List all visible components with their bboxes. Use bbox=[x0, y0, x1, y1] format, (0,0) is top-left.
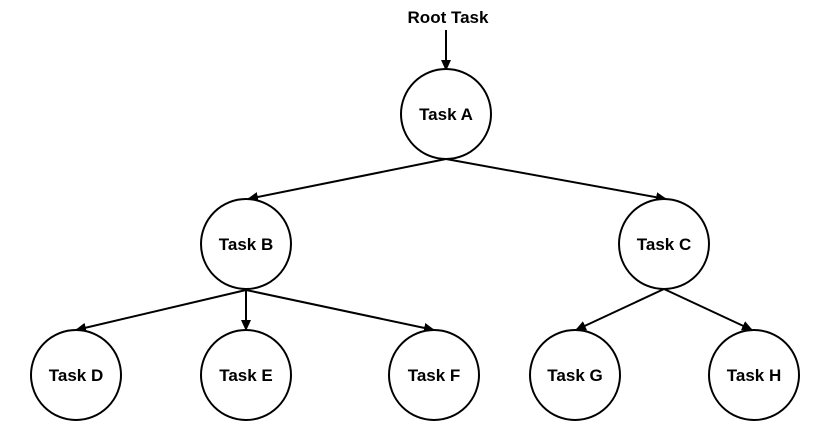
node-task-e-label: Task E bbox=[219, 366, 273, 385]
node-task-c: Task C bbox=[618, 198, 710, 290]
edge-c-to-h bbox=[663, 288, 753, 331]
edge-c-to-g bbox=[575, 288, 665, 331]
node-task-f-label: Task F bbox=[408, 366, 461, 385]
node-task-b-circle bbox=[200, 198, 292, 290]
node-task-b: Task B bbox=[200, 198, 292, 290]
node-task-f-circle bbox=[388, 329, 480, 421]
node-task-a-circle bbox=[400, 68, 492, 160]
node-task-h: Task H bbox=[708, 329, 800, 421]
node-task-a-label: Task A bbox=[419, 105, 473, 124]
edges-group bbox=[75, 30, 753, 333]
node-task-g: Task G bbox=[529, 329, 621, 421]
node-task-a: Task A bbox=[400, 68, 492, 160]
edge-b-to-d bbox=[75, 289, 247, 333]
node-task-e: Task E bbox=[200, 329, 292, 421]
root-task-label: Root Task bbox=[408, 8, 489, 27]
node-task-d-label: Task D bbox=[49, 366, 104, 385]
edge-a-to-b bbox=[247, 158, 447, 202]
node-task-h-circle bbox=[708, 329, 800, 421]
node-task-h-label: Task H bbox=[727, 366, 782, 385]
node-task-g-label: Task G bbox=[547, 366, 602, 385]
node-task-e-circle bbox=[200, 329, 292, 421]
node-task-c-circle bbox=[618, 198, 710, 290]
node-task-g-circle bbox=[529, 329, 621, 421]
edge-b-to-f bbox=[245, 289, 435, 333]
edge-a-to-c bbox=[445, 158, 667, 203]
node-task-f: Task F bbox=[388, 329, 480, 421]
node-task-b-label: Task B bbox=[219, 235, 274, 254]
node-task-d-circle bbox=[30, 329, 122, 421]
node-task-c-label: Task C bbox=[637, 235, 692, 254]
node-task-d: Task D bbox=[30, 329, 122, 421]
